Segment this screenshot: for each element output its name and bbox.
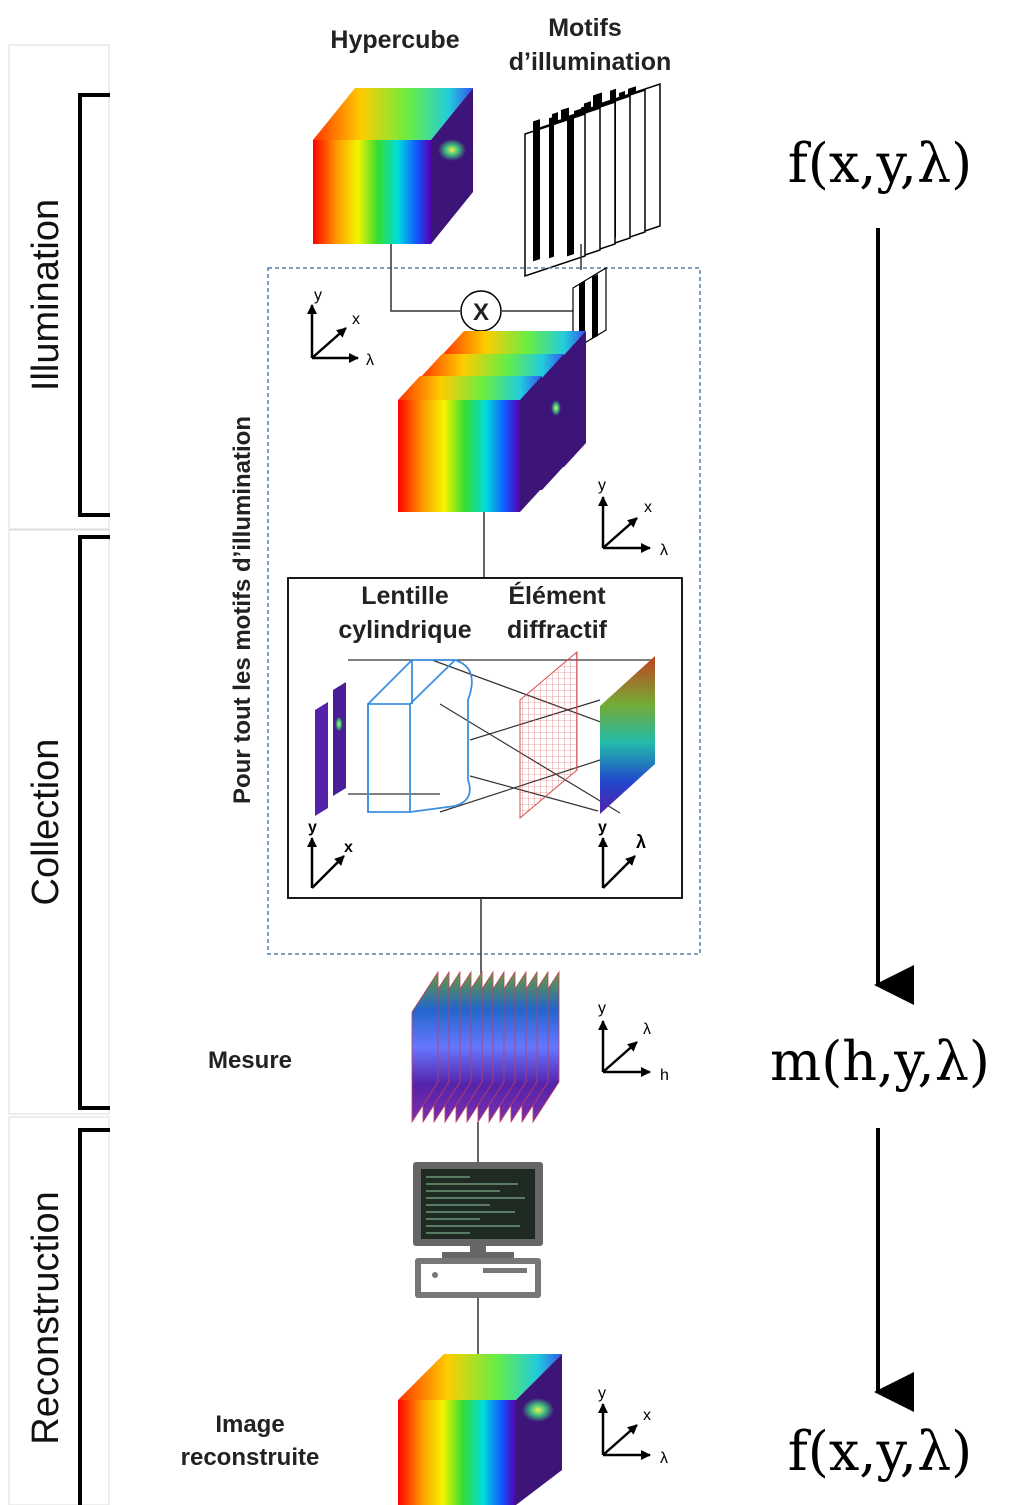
lens-label-line1: Lentille bbox=[361, 582, 449, 610]
diffractive-element bbox=[519, 650, 578, 820]
mesure-label: Mesure bbox=[208, 1047, 292, 1074]
loop-dashed-box bbox=[267, 267, 701, 955]
axis-label-lambda: λ bbox=[636, 832, 646, 852]
axis-label-y: y bbox=[598, 1000, 606, 1017]
axis-label-lambda: λ bbox=[660, 542, 668, 559]
axis-label-y: y bbox=[598, 1385, 606, 1402]
formula-input: f(x,y,λ) bbox=[788, 132, 972, 195]
motifs-label-line2: d’illumination bbox=[509, 48, 672, 76]
axis-label-lambda: λ bbox=[366, 352, 374, 369]
image-label-line1: Image bbox=[215, 1411, 284, 1438]
illumination-stage-tab bbox=[8, 44, 110, 530]
diffractive-label-line2: diffractif bbox=[507, 616, 608, 644]
formula-output: f(x,y,λ) bbox=[788, 1420, 972, 1483]
hypercube-label: Hypercube bbox=[330, 26, 459, 54]
illuminated-cube-stack bbox=[398, 331, 586, 512]
reconstruction-bracket bbox=[78, 1128, 110, 1505]
measurement-slice bbox=[411, 970, 439, 1124]
reconstruction-stage-tab bbox=[8, 1116, 110, 1505]
collection-bracket bbox=[78, 535, 110, 1110]
input-slices bbox=[315, 682, 346, 816]
axis-label-y: y bbox=[308, 819, 317, 836]
axis-label-y: y bbox=[314, 287, 322, 304]
collection-stage-tab bbox=[8, 529, 110, 1115]
axis-label-x: x bbox=[643, 1407, 651, 1424]
axis-label-x: x bbox=[352, 311, 360, 328]
diffractive-label-line1: Élément bbox=[508, 581, 606, 610]
image-label-line2: reconstruite bbox=[181, 1444, 320, 1471]
axes-xyl-1: y x λ bbox=[307, 287, 374, 369]
connector-hypercube-multiply bbox=[390, 244, 460, 312]
axes-yx: y x bbox=[307, 819, 353, 889]
motifs-label-line1: Motifs bbox=[548, 14, 622, 42]
multiply-symbol: X bbox=[473, 299, 489, 326]
measurement-stack bbox=[411, 970, 560, 1124]
axis-label-h: h bbox=[660, 1067, 669, 1084]
formula-measure: m(h,y,λ) bbox=[770, 1030, 990, 1093]
axis-label-lambda: λ bbox=[643, 1021, 651, 1038]
axes-ylh: y λ h bbox=[598, 1000, 669, 1084]
loop-label: Pour tout les motifs d’illumination bbox=[229, 416, 256, 804]
lens-label-line2: cylindrique bbox=[338, 616, 471, 644]
illumination-bracket bbox=[78, 93, 110, 517]
reconstructed-hypercube bbox=[398, 1354, 562, 1505]
illumination-pattern-stack bbox=[524, 82, 661, 278]
axis-label-y: y bbox=[598, 477, 606, 494]
stage-label-illumination: Illumination bbox=[25, 199, 67, 391]
axis-label-x: x bbox=[644, 499, 652, 516]
stage-label-collection: Collection bbox=[25, 739, 67, 906]
hypercube bbox=[313, 88, 473, 244]
cylindrical-lens bbox=[367, 659, 473, 813]
stage-label-reconstruction: Reconstruction bbox=[25, 1191, 67, 1444]
axes-xyl-2: y x λ bbox=[598, 477, 668, 559]
computer-icon bbox=[413, 1162, 543, 1298]
axis-label-x: x bbox=[344, 839, 353, 856]
axis-label-y: y bbox=[598, 819, 607, 836]
sensor-panel bbox=[600, 656, 655, 814]
single-pattern bbox=[572, 266, 607, 352]
axes-ylambda: y λ bbox=[598, 819, 646, 889]
axis-label-lambda: λ bbox=[660, 1450, 668, 1467]
axes-xyl-3: y x λ bbox=[598, 1385, 668, 1467]
